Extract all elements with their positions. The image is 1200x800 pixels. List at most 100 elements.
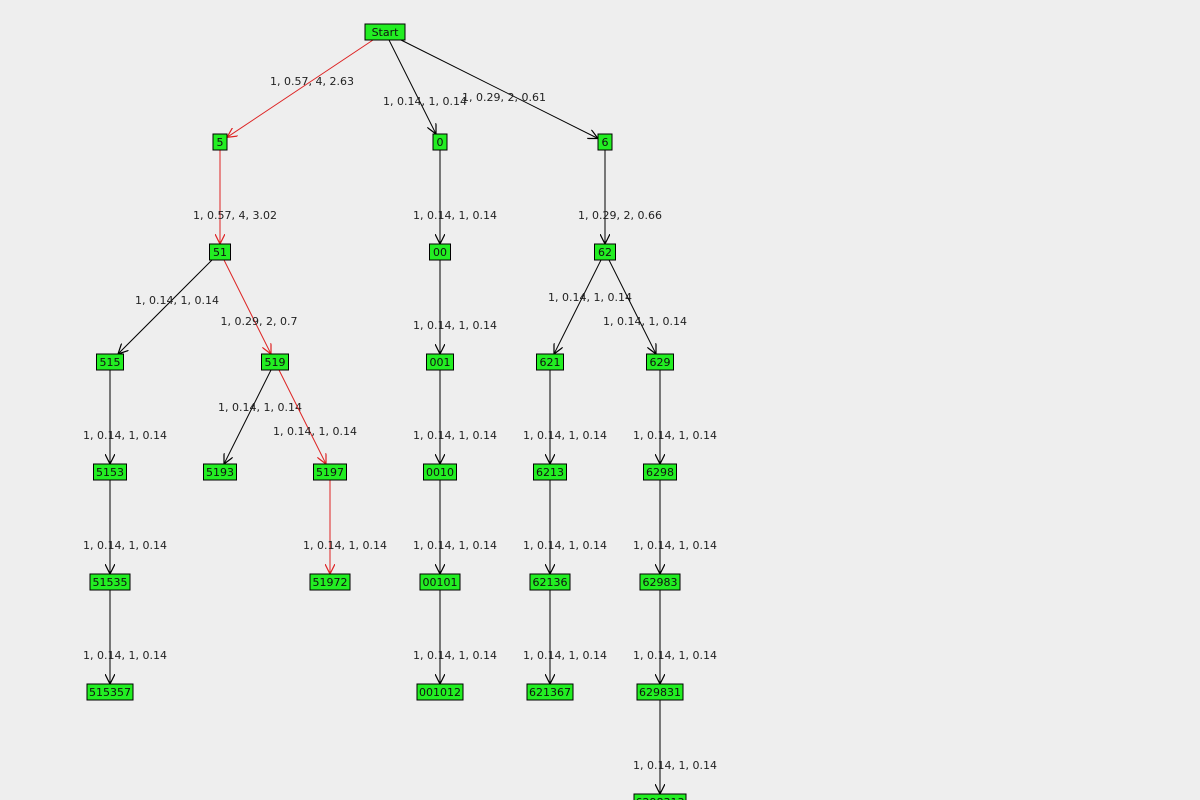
edge-Start-5: [227, 39, 374, 137]
node-621367[interactable]: 621367: [526, 683, 574, 701]
node-box-001012[interactable]: [416, 683, 464, 701]
edge-label-629831-6298313: 1, 0.14, 1, 0.14: [633, 759, 717, 772]
node-box-00[interactable]: [429, 243, 451, 261]
edge-62-621: [554, 259, 602, 354]
node-box-621[interactable]: [536, 353, 564, 371]
node-5193[interactable]: 5193: [203, 463, 237, 481]
node-label-629: 629: [650, 356, 671, 369]
node-box-0010[interactable]: [423, 463, 457, 481]
edge-label-6298-62983: 1, 0.14, 1, 0.14: [633, 539, 717, 552]
edge-51-519: [223, 259, 271, 354]
node-label-001012: 001012: [419, 686, 461, 699]
edge-label-00101-001012: 1, 0.14, 1, 0.14: [413, 649, 497, 662]
node-6298[interactable]: 6298: [643, 463, 677, 481]
node-box-62[interactable]: [594, 243, 616, 261]
node-label-62136: 62136: [533, 576, 568, 589]
node-box-5[interactable]: [212, 133, 228, 151]
node-box-621367[interactable]: [526, 683, 574, 701]
node-box-629[interactable]: [646, 353, 674, 371]
node-label-5: 5: [217, 136, 224, 149]
node-5153[interactable]: 5153: [93, 463, 127, 481]
node-515[interactable]: 515: [96, 353, 124, 371]
node-001[interactable]: 001: [426, 353, 454, 371]
node-Start[interactable]: Start: [364, 23, 406, 41]
node-box-Start[interactable]: [364, 23, 406, 41]
edge-label-5153-51535: 1, 0.14, 1, 0.14: [83, 539, 167, 552]
edge-label-62-621: 1, 0.14, 1, 0.14: [548, 291, 632, 304]
node-label-00101: 00101: [423, 576, 458, 589]
node-label-51535: 51535: [93, 576, 128, 589]
edge-label-001-0010: 1, 0.14, 1, 0.14: [413, 429, 497, 442]
node-box-515[interactable]: [96, 353, 124, 371]
node-label-6298313: 6298313: [636, 796, 685, 800]
node-62[interactable]: 62: [594, 243, 616, 261]
node-51535[interactable]: 51535: [89, 573, 131, 591]
node-label-621367: 621367: [529, 686, 571, 699]
node-box-0[interactable]: [432, 133, 448, 151]
node-label-001: 001: [430, 356, 451, 369]
edge-label-51535-515357: 1, 0.14, 1, 0.14: [83, 649, 167, 662]
node-label-6: 6: [602, 136, 609, 149]
node-box-51972[interactable]: [309, 573, 351, 591]
node-box-519[interactable]: [261, 353, 289, 371]
node-621[interactable]: 621: [536, 353, 564, 371]
node-0[interactable]: 0: [432, 133, 448, 151]
edge-Start-6: [400, 39, 598, 139]
node-box-6[interactable]: [597, 133, 613, 151]
node-6298313[interactable]: 6298313: [633, 793, 687, 800]
edge-label-Start-0: 1, 0.14, 1, 0.14: [383, 95, 467, 108]
node-box-5153[interactable]: [93, 463, 127, 481]
node-5[interactable]: 5: [212, 133, 228, 151]
node-62136[interactable]: 62136: [529, 573, 571, 591]
node-00[interactable]: 00: [429, 243, 451, 261]
node-51[interactable]: 51: [209, 243, 231, 261]
node-001012[interactable]: 001012: [416, 683, 464, 701]
node-6[interactable]: 6: [597, 133, 613, 151]
node-label-6298: 6298: [646, 466, 674, 479]
node-box-629831[interactable]: [636, 683, 684, 701]
node-62983[interactable]: 62983: [639, 573, 681, 591]
node-label-5193: 5193: [206, 466, 234, 479]
edge-label-51-515: 1, 0.14, 1, 0.14: [135, 294, 219, 307]
node-box-6298313[interactable]: [633, 793, 687, 800]
node-label-51972: 51972: [313, 576, 348, 589]
node-label-5153: 5153: [96, 466, 124, 479]
edge-label-62983-629831: 1, 0.14, 1, 0.14: [633, 649, 717, 662]
node-629[interactable]: 629: [646, 353, 674, 371]
node-box-001[interactable]: [426, 353, 454, 371]
node-519[interactable]: 519: [261, 353, 289, 371]
nodes-layer: Start 5 0 6 51 00 62 515 519 001 621 629 5153 5193 519…: [86, 23, 687, 800]
node-label-5197: 5197: [316, 466, 344, 479]
node-label-62983: 62983: [643, 576, 678, 589]
node-629831[interactable]: 629831: [636, 683, 684, 701]
edge-label-621-6213: 1, 0.14, 1, 0.14: [523, 429, 607, 442]
node-box-51[interactable]: [209, 243, 231, 261]
node-box-5193[interactable]: [203, 463, 237, 481]
node-label-515: 515: [100, 356, 121, 369]
node-box-5197[interactable]: [313, 463, 347, 481]
node-6213[interactable]: 6213: [533, 463, 567, 481]
node-box-515357[interactable]: [86, 683, 134, 701]
node-box-51535[interactable]: [89, 573, 131, 591]
edge-label-0-00: 1, 0.14, 1, 0.14: [413, 209, 497, 222]
node-box-00101[interactable]: [419, 573, 461, 591]
node-0010[interactable]: 0010: [423, 463, 457, 481]
node-label-62: 62: [598, 246, 612, 259]
node-label-00: 00: [433, 246, 447, 259]
node-label-0: 0: [437, 136, 444, 149]
node-box-62136[interactable]: [529, 573, 571, 591]
node-00101[interactable]: 00101: [419, 573, 461, 591]
node-515357[interactable]: 515357: [86, 683, 134, 701]
edge-519-5197: [278, 369, 326, 464]
node-label-51: 51: [213, 246, 227, 259]
edge-label-6213-62136: 1, 0.14, 1, 0.14: [523, 539, 607, 552]
node-box-62983[interactable]: [639, 573, 681, 591]
node-box-6298[interactable]: [643, 463, 677, 481]
edge-label-5197-51972: 1, 0.14, 1, 0.14: [303, 539, 387, 552]
node-label-0010: 0010: [426, 466, 454, 479]
node-label-629831: 629831: [639, 686, 681, 699]
node-5197[interactable]: 5197: [313, 463, 347, 481]
node-box-6213[interactable]: [533, 463, 567, 481]
node-51972[interactable]: 51972: [309, 573, 351, 591]
